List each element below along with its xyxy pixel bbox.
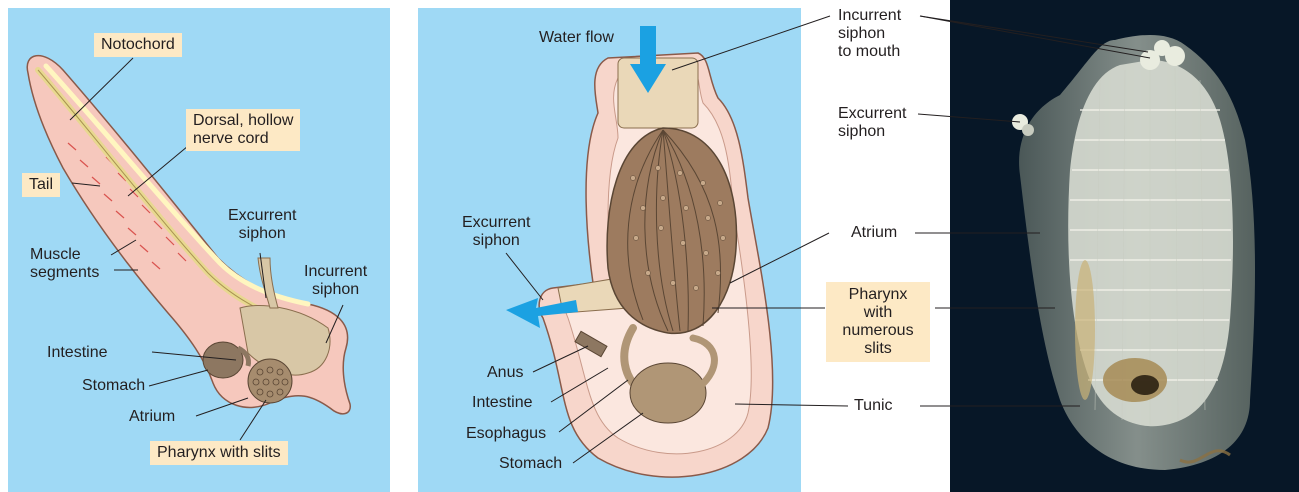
label-stomach-b: Stomach bbox=[499, 455, 562, 473]
label-muscle-line1: Muscle bbox=[30, 246, 99, 264]
label-incurrent-line1: Incurrent bbox=[838, 7, 901, 25]
label-intestine-b: Intestine bbox=[472, 394, 532, 412]
label-nerve-cord: Dorsal, hollow nerve cord bbox=[186, 109, 300, 151]
label-excurrent-c-line1: Excurrent bbox=[838, 105, 906, 123]
label-tail: Tail bbox=[22, 173, 60, 197]
label-stomach-a: Stomach bbox=[82, 377, 145, 395]
label-pharynx-line1: Pharynx bbox=[832, 286, 924, 304]
label-water-flow: Water flow bbox=[539, 29, 614, 47]
label-pharynx-numerous-slits: Pharynx with numerous slits bbox=[826, 282, 930, 362]
label-excurrent-b-line2: siphon bbox=[462, 232, 530, 250]
label-incurrent-a-line1: Incurrent bbox=[304, 263, 367, 281]
label-anus: Anus bbox=[487, 364, 523, 382]
label-incurrent-a-line2: siphon bbox=[304, 281, 367, 299]
stomach-shape-b bbox=[630, 363, 706, 423]
larva-panel: Notochord Dorsal, hollow nerve cord Tail… bbox=[8, 8, 390, 492]
label-nerve-cord-line2: nerve cord bbox=[193, 130, 293, 148]
label-excurrent-c-line2: siphon bbox=[838, 123, 906, 141]
adult-cutaway-illustration bbox=[418, 8, 801, 492]
label-esophagus: Esophagus bbox=[466, 425, 546, 443]
label-atrium-a: Atrium bbox=[129, 408, 175, 426]
label-nerve-cord-line1: Dorsal, hollow bbox=[193, 112, 293, 130]
stomach-shape bbox=[203, 342, 243, 378]
label-excurrent-a-line1: Excurrent bbox=[228, 207, 296, 225]
label-incurrent-siphon-a: Incurrent siphon bbox=[304, 263, 367, 299]
label-tunic: Tunic bbox=[854, 397, 893, 415]
label-pharynx-line2: with bbox=[832, 304, 924, 322]
label-excurrent-siphon-c: Excurrent siphon bbox=[838, 105, 906, 141]
tunicate-photo bbox=[950, 0, 1299, 492]
label-incurrent-siphon-to-mouth: Incurrent siphon to mouth bbox=[838, 7, 901, 61]
label-excurrent-siphon-a: Excurrent siphon bbox=[228, 207, 296, 243]
label-incurrent-line2: siphon bbox=[838, 25, 901, 43]
label-pharynx-line3: numerous bbox=[832, 322, 924, 340]
label-excurrent-a-line2: siphon bbox=[228, 225, 296, 243]
label-pharynx-line4: slits bbox=[832, 340, 924, 358]
adult-cutaway-panel: Water flow Excurrent siphon Anus Intesti… bbox=[418, 8, 801, 492]
label-incurrent-line3: to mouth bbox=[838, 43, 901, 61]
label-pharynx-with-slits: Pharynx with slits bbox=[150, 441, 288, 465]
label-excurrent-siphon-b: Excurrent siphon bbox=[462, 214, 530, 250]
label-intestine-a: Intestine bbox=[47, 344, 107, 362]
label-excurrent-b-line1: Excurrent bbox=[462, 214, 530, 232]
pharynx-shape bbox=[248, 359, 292, 403]
adult-photo-panel bbox=[950, 0, 1299, 492]
label-muscle-line2: segments bbox=[30, 264, 99, 282]
label-notochord: Notochord bbox=[94, 33, 182, 57]
label-atrium-shared: Atrium bbox=[851, 224, 897, 242]
label-muscle-segments: Muscle segments bbox=[30, 246, 99, 282]
